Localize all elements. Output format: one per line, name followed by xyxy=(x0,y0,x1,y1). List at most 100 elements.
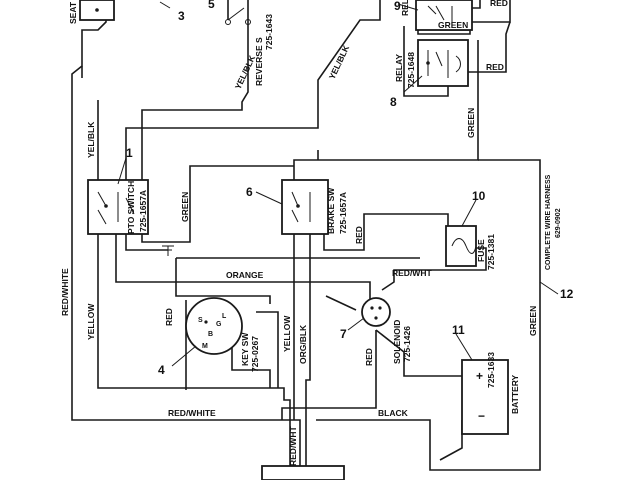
callout-8: 8 xyxy=(390,95,397,109)
ground-icon xyxy=(160,241,176,256)
black-label: BLACK xyxy=(378,408,409,418)
harness-part: 629-0902 xyxy=(555,208,562,238)
leader-11 xyxy=(455,333,473,361)
yellow-mid-label: YELLOW xyxy=(282,315,292,352)
callout-leaders xyxy=(117,1,559,367)
red-relay-label: RED xyxy=(486,62,504,72)
leader-1 xyxy=(117,157,127,185)
leader-8 xyxy=(403,75,423,93)
solenoid-part: 725-1426 xyxy=(402,326,412,362)
reverse-switch-label: REVERSE S xyxy=(254,37,264,86)
solenoid-term-b xyxy=(378,306,382,310)
pto-switch-part: 725-1657A xyxy=(138,190,148,232)
sol-battery-wire xyxy=(375,329,462,377)
callout-3: 3 xyxy=(178,9,185,23)
battery-plus: + xyxy=(476,369,483,383)
bottom-connector xyxy=(261,465,345,480)
bottom-connector-body xyxy=(261,465,345,480)
orange-label: ORANGE xyxy=(226,270,264,280)
relay-top xyxy=(415,0,473,31)
fuse-part: 725-1381 xyxy=(486,234,496,270)
solenoid-term-a xyxy=(370,306,374,310)
key-terminal-m: M xyxy=(202,343,208,350)
red-wht-fuse-wire xyxy=(381,247,487,291)
green-far-right-label: GREEN xyxy=(528,306,538,336)
red-fuse-wire xyxy=(323,213,449,251)
fuse xyxy=(445,225,477,267)
relay-top-label: RELAY xyxy=(400,0,410,16)
reverse-blade xyxy=(227,7,245,21)
seat-switch-contact xyxy=(95,8,99,12)
key-terminal-l: L xyxy=(222,313,227,320)
reverse-switch-part: 725-1643 xyxy=(264,14,274,50)
callout-1: 1 xyxy=(126,146,133,160)
pto-switch-label: PTO SWITCH xyxy=(126,181,136,234)
pto-switch-contacts xyxy=(97,191,135,225)
key-switch-body xyxy=(185,297,243,355)
relay xyxy=(417,39,469,87)
solenoid-body xyxy=(361,297,391,327)
fuse-body xyxy=(445,225,477,267)
key-terminal-g: G xyxy=(216,321,222,328)
black-wire xyxy=(316,419,438,471)
brake-switch-body xyxy=(281,179,329,235)
red-white-left-label: RED/WHITE xyxy=(60,268,70,316)
key-terminal-dot xyxy=(204,320,208,324)
key-switch-label: KEY SW xyxy=(240,332,250,366)
leader-6 xyxy=(255,191,283,205)
callout-12: 12 xyxy=(560,287,574,301)
callout-5: 5 xyxy=(208,0,215,11)
battery-neg-wire xyxy=(439,420,463,461)
red-sol-wire xyxy=(281,330,377,420)
green-mid-label: GREEN xyxy=(180,192,190,222)
brake-switch-contacts xyxy=(291,191,311,223)
leader-12 xyxy=(539,281,559,295)
battery-part: 725-1633 xyxy=(486,352,496,388)
relay-link-wire xyxy=(403,26,449,97)
key-terminal-b: B xyxy=(208,331,213,338)
org-blk-wire xyxy=(305,234,311,470)
leader-9 xyxy=(397,3,419,11)
green-top-label: GREEN xyxy=(438,20,468,30)
brake-contact-dot xyxy=(296,204,300,208)
yel-blk-wire-reverse xyxy=(141,0,249,180)
solenoid xyxy=(361,297,391,327)
callout-10: 10 xyxy=(472,189,486,203)
red-top-label: RED xyxy=(490,0,508,8)
seat-switch-label: SEAT xyxy=(68,1,78,24)
callout-9: 9 xyxy=(394,0,401,13)
yel-blk-label-3: YEL/BLK xyxy=(86,121,96,158)
red-wht-label-2: RED/WHT xyxy=(288,426,298,466)
yellow-left-label: YELLOW xyxy=(86,303,96,340)
key-lower-wire xyxy=(231,340,271,388)
green-right-label: GREEN xyxy=(466,108,476,138)
relay-top-contacts xyxy=(427,5,453,22)
key-harness-top xyxy=(175,258,271,304)
pto-contact-dot xyxy=(104,204,108,208)
red-key-label: RED xyxy=(164,308,174,326)
red-white-bottom-label: RED/WHITE xyxy=(168,408,216,418)
seat-switch xyxy=(79,0,115,21)
red-fuse-label: RED xyxy=(354,226,364,244)
ground-wire xyxy=(125,234,168,251)
battery-body xyxy=(461,359,509,435)
key-terminal-s: S xyxy=(198,317,203,324)
brake-switch-label: BRAKE SW xyxy=(326,187,336,234)
org-blk-label: ORG/BLK xyxy=(298,324,308,364)
relay-label: RELAY xyxy=(394,54,404,82)
battery xyxy=(461,359,509,435)
leader-7 xyxy=(347,317,365,331)
leader-3 xyxy=(159,1,171,9)
reverse-contact-a xyxy=(225,19,231,25)
callout-11: 11 xyxy=(452,323,465,337)
key-right-wire xyxy=(256,311,279,388)
red-sol-label: RED xyxy=(364,348,374,366)
leader-4 xyxy=(171,345,197,367)
key-switch xyxy=(185,297,243,355)
red-relay-wire xyxy=(460,21,511,73)
harness-label: COMPLETE WIRE HARNESS xyxy=(545,174,552,270)
battery-label: BATTERY xyxy=(510,374,520,414)
leader-10 xyxy=(461,199,477,227)
callout-6: 6 xyxy=(246,185,253,199)
fuse-element xyxy=(451,238,477,254)
